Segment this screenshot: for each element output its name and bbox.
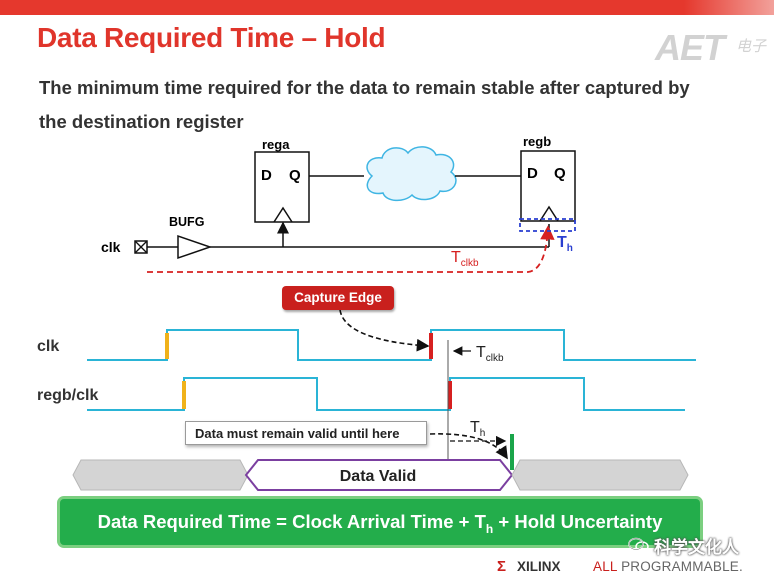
regb-clk-waveform bbox=[87, 377, 685, 411]
formula-subscript: h bbox=[485, 522, 494, 536]
formula-part2: + Hold Uncertainty bbox=[493, 511, 663, 532]
clk-waveform bbox=[87, 329, 696, 361]
xilinx-logo-icon: Σ bbox=[497, 558, 507, 575]
aet-logo: AET bbox=[655, 27, 725, 68]
subtitle-line-1: The minimum time required for the data t… bbox=[39, 77, 690, 98]
valid-until-note: Data must remain valid until here bbox=[185, 421, 427, 445]
rega-q-label: Q bbox=[289, 167, 301, 184]
th-label: Th bbox=[557, 234, 573, 254]
logic-cloud bbox=[366, 146, 457, 202]
regb-d-label: D bbox=[527, 165, 538, 182]
subtitle-line-2: the destination register bbox=[39, 111, 244, 132]
capture-edge-arrow bbox=[339, 309, 430, 352]
rega-register bbox=[254, 151, 310, 223]
rega-label: rega bbox=[262, 137, 290, 152]
wechat-icon bbox=[628, 537, 649, 552]
clk-wave-label: clk bbox=[37, 338, 59, 355]
tagline-rest: PROGRAMMABLE. bbox=[617, 559, 743, 574]
bus-invalid-left bbox=[72, 459, 249, 491]
capture-edge-callout: Capture Edge bbox=[282, 286, 394, 310]
watermark-text: 科学文化人 bbox=[654, 538, 739, 557]
xilinx-brand: XILINX bbox=[517, 559, 561, 574]
regb-label: regb bbox=[523, 134, 551, 149]
formula-banner: Data Required Time = Clock Arrival Time … bbox=[57, 496, 703, 548]
valid-until-arrow bbox=[429, 433, 508, 460]
formula-part1: Data Required Time = Clock Arrival Time … bbox=[97, 511, 486, 532]
clk-port-label: clk bbox=[101, 239, 121, 255]
aet-logo-sub: 电子 bbox=[736, 38, 767, 55]
tclkb-label: Tclkb bbox=[451, 249, 479, 269]
regb-register bbox=[520, 150, 576, 222]
regb-clk-wave-label: regb/clk bbox=[37, 387, 98, 404]
tagline-all: ALL bbox=[593, 559, 618, 574]
hold-window-box bbox=[519, 218, 576, 232]
bufg-label: BUFG bbox=[169, 215, 204, 229]
rega-d-label: D bbox=[261, 167, 272, 184]
slide-title: Data Required Time – Hold bbox=[37, 22, 386, 53]
top-accent-bar bbox=[0, 0, 774, 15]
timing-th-label: Th bbox=[470, 419, 485, 439]
bufg-buffer bbox=[177, 234, 213, 260]
timing-tclkb-label: Tclkb bbox=[476, 344, 504, 364]
tclkb-path bbox=[147, 225, 555, 273]
regb-q-label: Q bbox=[554, 165, 566, 182]
data-valid-label: Data Valid bbox=[340, 468, 416, 485]
bus-invalid-right bbox=[511, 459, 689, 491]
footer-tagline: ALL PROGRAMMABLE. bbox=[593, 559, 743, 574]
